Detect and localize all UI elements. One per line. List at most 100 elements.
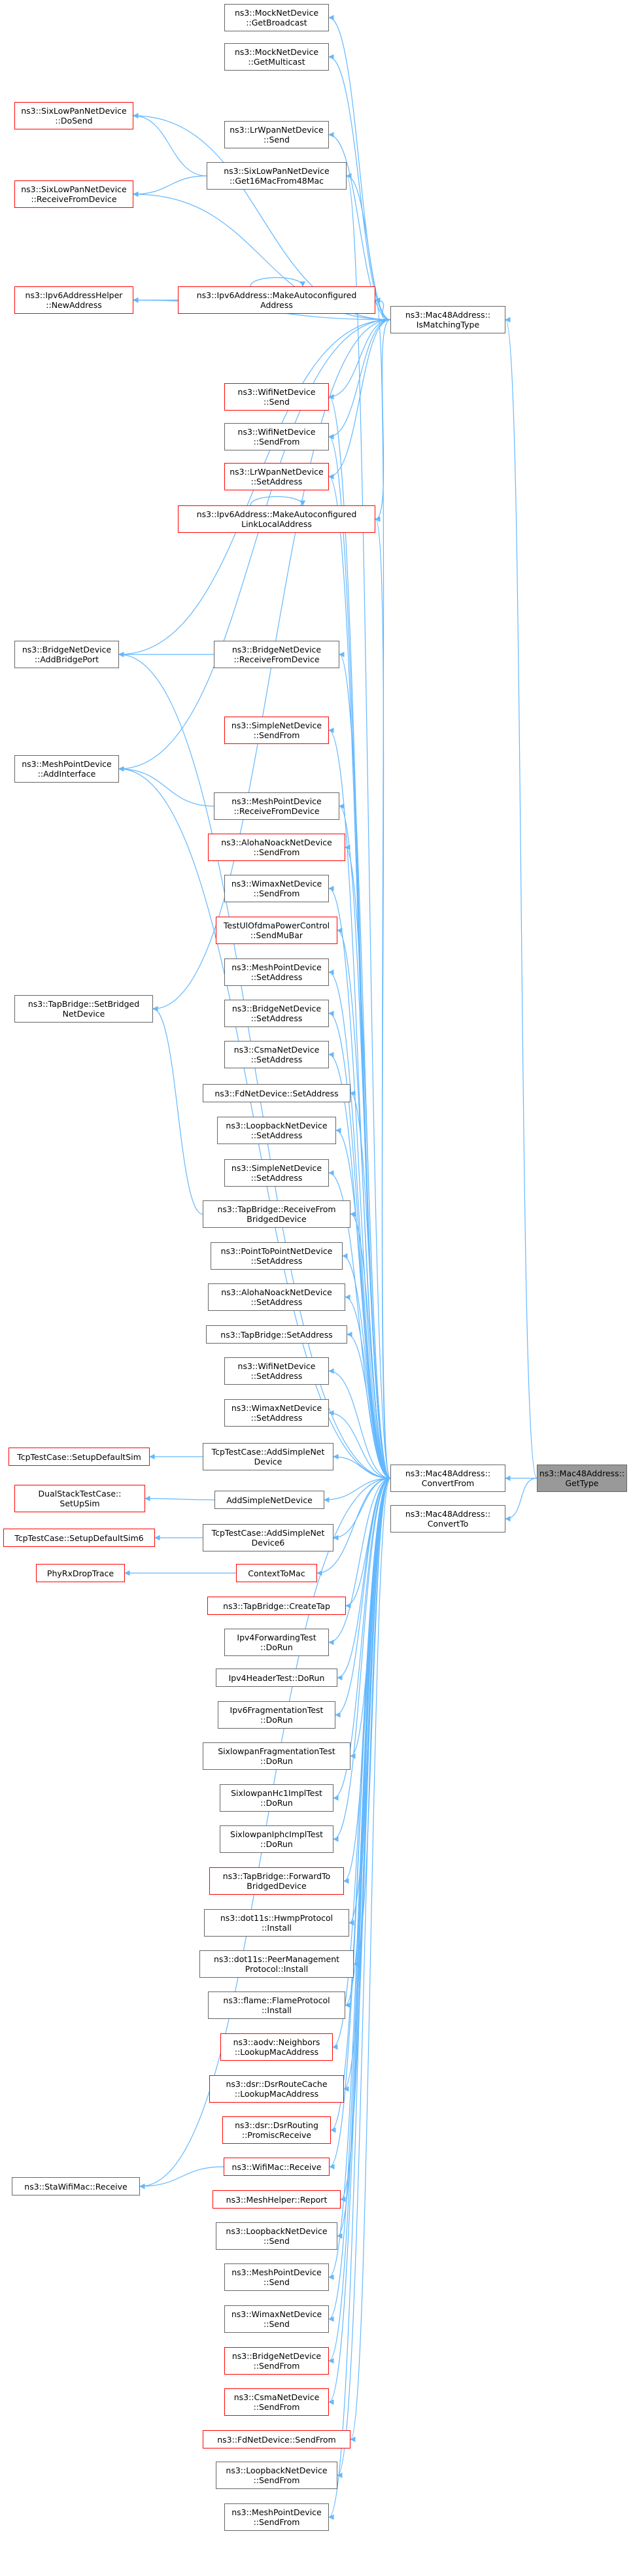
graph-node-getmulticast[interactable]: ns3::MockNetDevice::GetMulticast (224, 43, 329, 71)
graph-node-fdsendfrom[interactable]: ns3::FdNetDevice::SendFrom (203, 2430, 350, 2449)
graph-node-sixiphc[interactable]: SixlowpanIphcImplTest::DoRun (220, 1825, 333, 1853)
graph-node-aodv[interactable]: ns3::aodv::Neighbors::LookupMacAddress (220, 2033, 333, 2061)
graph-node-wifisend[interactable]: ns3::WifiNetDevice::Send (224, 383, 329, 411)
graph-node-lrwpansend[interactable]: ns3::LrWpanNetDevice::Send (224, 121, 329, 148)
graph-node-bridgesetaddr[interactable]: ns3::BridgeNetDevice::SetAddress (224, 1000, 329, 1027)
graph-node-label-line: Protocol::Install (245, 1964, 309, 1974)
graph-node-phyrx[interactable]: PhyRxDropTrace (36, 1564, 125, 1582)
graph-node-lrwpansetaddr[interactable]: ns3::LrWpanNetDevice::SetAddress (224, 463, 329, 490)
graph-node-simplesetaddr[interactable]: ns3::SimpleNetDevice::SetAddress (224, 1159, 329, 1187)
graph-node-label-line: ns3::MeshHelper::Report (226, 2194, 328, 2205)
graph-node-label-line: ns3::FdNetDevice::SetAddress (214, 1088, 339, 1098)
graph-node-wifisetaddr[interactable]: ns3::WifiNetDevice::SetAddress (224, 1357, 329, 1385)
graph-node-tapsetaddr[interactable]: ns3::TapBridge::SetAddress (206, 1325, 347, 1344)
graph-node-addsimple[interactable]: AddSimpleNetDevice (214, 1491, 324, 1509)
graph-node-alohasendfrom[interactable]: ns3::AlohaNoackNetDevice::SendFrom (208, 834, 345, 861)
graph-node-label-line: ns3::BridgeNetDevice (22, 645, 112, 654)
graph-node-meshsend[interactable]: ns3::MeshPointDevice::Send (224, 2263, 329, 2291)
edge-convertfrom-to-csmasetaddr (328, 1051, 391, 1479)
graph-node-convertfrom[interactable]: ns3::Mac48Address::ConvertFrom (390, 1465, 505, 1492)
graph-node-dualstack[interactable]: DualStackTestCase::SetUpSim (14, 1485, 145, 1512)
graph-node-label-line: ns3::PointToPointNetDevice (220, 1246, 333, 1256)
graph-node-sixdosend[interactable]: ns3::SixLowPanNetDevice::DoSend (14, 102, 133, 129)
graph-node-testulofdma[interactable]: TestUlOfdmaPowerControl::SendMuBar (216, 917, 337, 944)
graph-node-csmasendfrom[interactable]: ns3::CsmaNetDevice::SendFrom (224, 2388, 329, 2416)
graph-node-label-line: ns3::MockNetDevice (234, 47, 319, 57)
graph-node-label-line: SixlowpanIphcImplTest (230, 1829, 323, 1839)
graph-node-getbroadcast[interactable]: ns3::MockNetDevice::GetBroadcast (224, 4, 329, 31)
graph-node-tcsetupsim6[interactable]: TcpTestCase::SetupDefaultSim6 (3, 1529, 155, 1547)
graph-node-label-line: ::SetAddress (250, 1297, 303, 1307)
graph-node-addbridgeport[interactable]: ns3::BridgeNetDevice::AddBridgePort (14, 641, 119, 668)
edge-makeautoconf-to-makeautoconf (250, 277, 306, 287)
graph-node-sixrecv[interactable]: ns3::SixLowPanNetDevice::ReceiveFromDevi… (14, 180, 133, 208)
graph-node-label-line: ns3::SixLowPanNetDevice (224, 166, 330, 176)
graph-node-flame[interactable]: ns3::flame::FlameProtocol::Install (208, 1991, 345, 2019)
graph-node-meshaddif[interactable]: ns3::MeshPointDevice::AddInterface (14, 755, 119, 783)
graph-node-wifimacrecv[interactable]: ns3::WifiMac::Receive (224, 2158, 330, 2176)
graph-node-label-line: ns3::Ipv6Address::MakeAutoconfigured (196, 290, 357, 300)
edge-convertfrom-to-sixhc1 (333, 1478, 391, 1801)
graph-node-ipv6frag[interactable]: Ipv6FragmentationTest::DoRun (218, 1701, 335, 1729)
graph-node-newaddress[interactable]: ns3::Ipv6AddressHelper::NewAddress (14, 286, 133, 314)
graph-node-meshsetaddr[interactable]: ns3::MeshPointDevice::SetAddress (224, 958, 329, 986)
graph-node-label-line: ::DoRun (260, 1839, 293, 1849)
graph-node-get16mac[interactable]: ns3::SixLowPanNetDevice::Get16MacFrom48M… (207, 162, 347, 190)
graph-node-stawifi[interactable]: ns3::StaWifiMac::Receive (12, 2177, 140, 2195)
graph-node-sixfrag[interactable]: SixlowpanFragmentationTest::DoRun (203, 1742, 350, 1770)
graph-node-label-line: ns3::AlohaNoackNetDevice (221, 838, 332, 847)
graph-node-wimaxsendfrom[interactable]: ns3::WimaxNetDevice::SendFrom (224, 875, 329, 902)
graph-node-bridgerecv[interactable]: ns3::BridgeNetDevice::ReceiveFromDevice (214, 641, 339, 668)
graph-node-loopsend[interactable]: ns3::LoopbackNetDevice::Send (216, 2222, 337, 2250)
graph-node-ismatching[interactable]: ns3::Mac48Address::IsMatchingType (390, 306, 505, 333)
graph-node-label-line: TcpTestCase::AddSimpleNet (211, 1528, 325, 1538)
edge-meshrecv-to-meshaddif (118, 766, 214, 807)
graph-node-wimaxsetaddr[interactable]: ns3::WimaxNetDevice::SetAddress (224, 1399, 329, 1427)
graph-node-gettype[interactable]: ns3::Mac48Address::GetType (537, 1465, 627, 1492)
graph-node-dsrpromisc[interactable]: ns3::dsr::DsrRouting::PromiscReceive (222, 2116, 331, 2144)
graph-node-meshrecv[interactable]: ns3::MeshPointDevice::ReceiveFromDevice (214, 792, 339, 820)
graph-node-label-line: ns3::MeshPointDevice (231, 2507, 322, 2517)
graph-node-alohasetaddr[interactable]: ns3::AlohaNoackNetDevice::SetAddress (208, 1283, 345, 1311)
graph-node-label-line: ::SetAddress (250, 1413, 303, 1423)
graph-node-label-line: BridgedDevice (247, 1881, 307, 1891)
graph-node-label-line: ns3::dot11s::PeerManagement (213, 1954, 340, 1964)
graph-node-label-line: ::SetAddress (250, 1130, 303, 1140)
edge-convertfrom-to-context2mac (316, 1478, 391, 1576)
graph-node-bridgesendfrom[interactable]: ns3::BridgeNetDevice::SendFrom (224, 2347, 329, 2375)
graph-node-tapcreate[interactable]: ns3::TapBridge::CreateTap (207, 1597, 346, 1615)
graph-node-convertto[interactable]: ns3::Mac48Address::ConvertTo (390, 1505, 505, 1533)
graph-node-csmasetaddr[interactable]: ns3::CsmaNetDevice::SetAddress (224, 1041, 329, 1068)
graph-node-label-line: ::AddInterface (37, 769, 96, 779)
edge-get16mac-to-sixrecv (133, 175, 207, 197)
graph-node-meshsendfrom[interactable]: ns3::MeshPointDevice::SendFrom (224, 2503, 329, 2531)
graph-node-label-line: ::DoRun (260, 1715, 293, 1725)
graph-node-sixhc1[interactable]: SixlowpanHc1ImplTest::DoRun (220, 1784, 333, 1812)
graph-node-loopsendfrom[interactable]: ns3::LoopbackNetDevice::SendFrom (216, 2462, 337, 2489)
graph-node-tcsetupsim[interactable]: TcpTestCase::SetupDefaultSim (9, 1448, 150, 1466)
graph-node-hwmp[interactable]: ns3::dot11s::HwmpProtocol::Install (204, 1909, 349, 1937)
graph-node-ipv4hdr[interactable]: Ipv4HeaderTest::DoRun (216, 1669, 337, 1687)
graph-node-fdsetaddr[interactable]: ns3::FdNetDevice::SetAddress (203, 1084, 350, 1102)
graph-node-label-line: SixlowpanHc1ImplTest (231, 1788, 322, 1798)
graph-node-wimaxsend[interactable]: ns3::WimaxNetDevice::Send (224, 2305, 329, 2333)
graph-node-wifisendfrom[interactable]: ns3::WifiNetDevice::SendFrom (224, 423, 329, 450)
graph-node-meshreport[interactable]: ns3::MeshHelper::Report (213, 2190, 341, 2209)
graph-node-label-line: ::SendFrom (253, 2361, 300, 2371)
graph-node-p2psetaddr[interactable]: ns3::PointToPointNetDevice::SetAddress (211, 1242, 343, 1270)
graph-node-simplesendfrom[interactable]: ns3::SimpleNetDevice::SendFrom (224, 717, 329, 744)
graph-node-loopsetaddr[interactable]: ns3::LoopbackNetDevice::SetAddress (217, 1117, 336, 1144)
graph-node-dsrcache[interactable]: ns3::dsr::DsrRouteCache::LookupMacAddres… (209, 2075, 344, 2103)
graph-node-ipv4fwd[interactable]: Ipv4ForwardingTest::DoRun (224, 1629, 329, 1656)
graph-node-context2mac[interactable]: ContextToMac (236, 1564, 317, 1582)
graph-node-label-line: ns3::BridgeNetDevice (231, 1004, 322, 1013)
graph-node-label-line: ::Get16MacFrom48Mac (229, 176, 324, 186)
